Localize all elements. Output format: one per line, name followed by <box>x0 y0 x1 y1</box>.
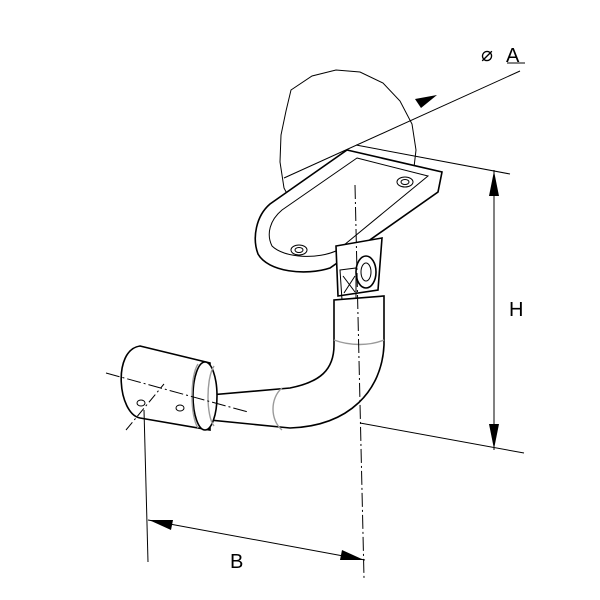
arrowhead <box>489 424 499 449</box>
screw-hole-top <box>396 176 414 188</box>
fitting-ring <box>192 361 218 431</box>
screw-hole-bottom <box>290 244 308 256</box>
arrowhead <box>415 95 437 108</box>
diameter-label: A <box>506 45 520 67</box>
bent-arm <box>209 295 385 431</box>
saddle-plate <box>254 149 443 273</box>
length-dimension <box>143 409 366 563</box>
arrowhead <box>149 520 173 530</box>
weld-seam-lower <box>272 387 283 431</box>
center-line-horizontal <box>105 372 249 413</box>
swivel-joint <box>335 237 383 301</box>
end-fitting <box>120 345 218 431</box>
diameter-dimension <box>283 62 525 179</box>
height-dimension <box>355 144 525 454</box>
length-label: B <box>230 551 243 573</box>
arrowhead <box>340 550 364 560</box>
set-screw-1 <box>136 399 146 407</box>
arrowhead <box>489 171 499 196</box>
diameter-symbol: ⌀ <box>481 44 493 66</box>
weld-seam-upper <box>333 339 385 346</box>
set-screw-2 <box>175 404 185 412</box>
height-label: H <box>509 299 523 321</box>
